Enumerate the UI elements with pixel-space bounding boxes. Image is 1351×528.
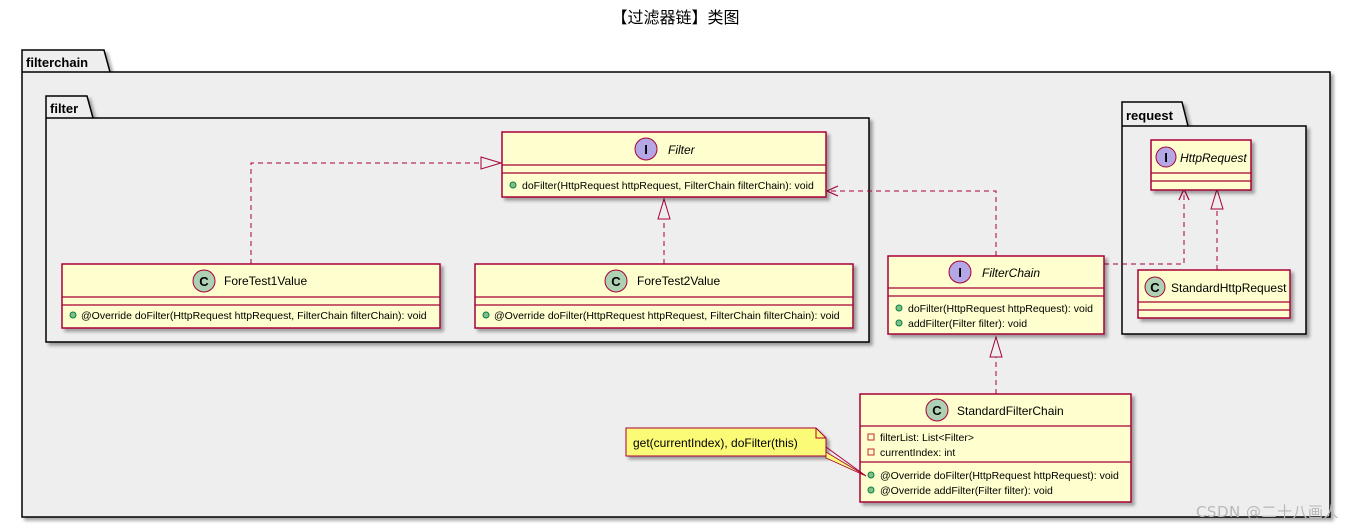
interface-letter: I bbox=[1164, 150, 1168, 165]
class-icon bbox=[1144, 276, 1166, 298]
class-ForeTest2Value[interactable] bbox=[474, 263, 854, 329]
field-StandardFilterChain-1: currentIndex: int bbox=[880, 447, 955, 459]
method-FilterChain-1: addFilter(Filter filter): void bbox=[908, 318, 1027, 330]
package-filterchain-label: filterchain bbox=[26, 55, 88, 70]
class-ForeTest1Value[interactable] bbox=[61, 263, 441, 329]
note-text: get(currentIndex), doFilter(this) bbox=[633, 436, 798, 450]
triangle-standardhttprequest bbox=[1210, 187, 1224, 210]
method-StandardFilterChain-0: @Override doFilter(HttpRequest httpReque… bbox=[880, 470, 1119, 482]
public-method-icon bbox=[482, 311, 490, 319]
interface-icon bbox=[1155, 146, 1177, 168]
interface-icon bbox=[948, 260, 972, 284]
class-name-StandardHttpRequest: StandardHttpRequest bbox=[1171, 281, 1287, 295]
watermark: CSDN @二十八画人 bbox=[1195, 503, 1339, 521]
public-method-icon bbox=[509, 181, 517, 189]
triangle-foretest2 bbox=[657, 197, 671, 220]
public-method-icon bbox=[867, 471, 875, 479]
method-FilterChain-0: doFilter(HttpRequest httpRequest): void bbox=[908, 303, 1093, 315]
public-method-icon bbox=[895, 319, 903, 327]
class-FilterChain[interactable] bbox=[887, 255, 1105, 335]
arrowheads bbox=[480, 156, 1224, 358]
triangle-foretest1 bbox=[480, 156, 503, 170]
method-ForeTest1Value-0: @Override doFilter(HttpRequest httpReque… bbox=[81, 310, 427, 322]
class-name-ForeTest1Value: ForeTest1Value bbox=[224, 274, 307, 288]
class-letter: C bbox=[1150, 280, 1160, 295]
class-letter: C bbox=[932, 403, 942, 418]
private-field-icon bbox=[867, 433, 875, 441]
private-field-icon bbox=[867, 448, 875, 456]
class-letter: C bbox=[611, 274, 621, 289]
class-name-HttpRequest: HttpRequest bbox=[1180, 151, 1247, 165]
class-icon bbox=[192, 269, 216, 293]
class-StandardFilterChain[interactable] bbox=[859, 393, 1132, 503]
interface-letter: I bbox=[644, 142, 648, 157]
arrow-filterchain-filter bbox=[825, 185, 839, 197]
method-StandardFilterChain-1: @Override addFilter(Filter filter): void bbox=[880, 485, 1053, 497]
class-icon bbox=[604, 269, 628, 293]
package-request-label: request bbox=[1126, 108, 1174, 123]
note-connector bbox=[825, 446, 867, 477]
relation-filterchain-httprequest bbox=[1104, 194, 1185, 265]
class-name-FilterChain: FilterChain bbox=[982, 266, 1040, 280]
method-ForeTest2Value-0: @Override doFilter(HttpRequest httpReque… bbox=[494, 310, 840, 322]
public-method-icon bbox=[867, 486, 875, 494]
interface-letter: I bbox=[958, 265, 962, 280]
class-name-StandardFilterChain: StandardFilterChain bbox=[957, 404, 1064, 418]
diagram-title: 【过滤器链】类图 bbox=[611, 8, 740, 27]
relation-foretest1-filter bbox=[250, 162, 481, 264]
class-name-Filter: Filter bbox=[668, 143, 696, 157]
class-icon bbox=[925, 398, 949, 422]
public-method-icon bbox=[895, 304, 903, 312]
field-StandardFilterChain-0: filterList: List<Filter> bbox=[880, 432, 974, 444]
triangle-standardfilterchain bbox=[989, 335, 1003, 358]
relations bbox=[250, 162, 1218, 394]
interface-icon bbox=[634, 137, 658, 161]
method-Filter-0: doFilter(HttpRequest httpRequest, Filter… bbox=[522, 180, 814, 192]
class-name-ForeTest2Value: ForeTest2Value bbox=[637, 274, 720, 288]
class-letter: C bbox=[199, 274, 209, 289]
relation-filterchain-filter bbox=[830, 190, 997, 256]
public-method-icon bbox=[69, 311, 77, 319]
package-filter-label: filter bbox=[50, 101, 78, 116]
